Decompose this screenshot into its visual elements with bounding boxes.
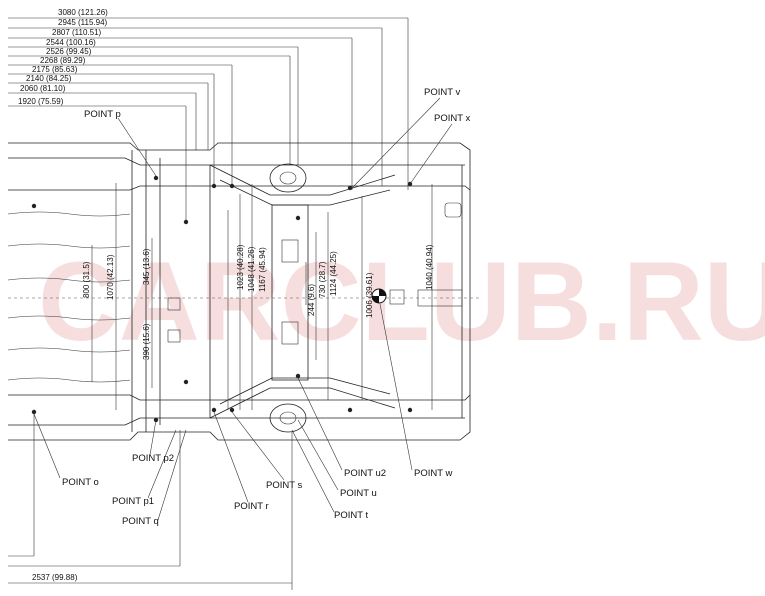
leader-lines: [33, 97, 453, 521]
point-v-label: POINT v: [424, 87, 460, 98]
center-reference-icon: [371, 288, 387, 304]
top-dimension-lines: [8, 17, 409, 222]
point-x-label: POINT x: [434, 113, 470, 124]
point-u-label: POINT u: [340, 488, 377, 499]
dim-2945: 2945 (115.94): [58, 18, 108, 27]
bottom-dimension: 2537 (99.88): [8, 414, 293, 590]
dim-1048: 1048 (41.26): [247, 246, 256, 292]
dim-3080: 3080 (121.26): [58, 8, 108, 17]
point-p-label: POINT p: [84, 109, 121, 120]
point-p1-label: POINT p1: [112, 496, 154, 507]
underbody-outline: [7, 142, 480, 441]
dim-390: 390 (15.6): [142, 323, 151, 360]
dim-730: 730 (28.7): [318, 261, 327, 298]
point-u2-label: POINT u2: [344, 468, 386, 479]
dim-1167: 1167 (45.94): [258, 247, 267, 292]
vertical-dimension-labels: 800 (31.5) 1070 (42.13) 345 (13.6) 390 (…: [82, 244, 434, 360]
dim-1023: 1023 (40.28): [236, 244, 245, 290]
point-t-label: POINT t: [334, 510, 368, 521]
point-s-label: POINT s: [266, 480, 302, 491]
point-q-label: POINT q: [122, 516, 159, 527]
vertical-dimension-lines: [91, 183, 433, 410]
top-dimension-labels: 3080 (121.26) 2945 (115.94) 2807 (110.51…: [18, 8, 108, 106]
measurement-dots: [31, 175, 413, 423]
dim-1070: 1070 (42.13): [106, 254, 115, 300]
dim-244: 244 (9.6): [307, 284, 316, 316]
point-p2-label: POINT p2: [132, 453, 174, 464]
dim-2526: 2526 (99.45): [46, 47, 92, 56]
dim-1920: 1920 (75.59): [18, 97, 64, 106]
dim-2060: 2060 (81.10): [20, 84, 66, 93]
point-r-label: POINT r: [234, 501, 269, 512]
dim-1124: 1124 (44.25): [329, 251, 338, 296]
dim-2807: 2807 (110.51): [52, 28, 102, 37]
dim-2175: 2175 (85.63): [32, 65, 78, 74]
dim-2140: 2140 (84.25): [26, 74, 72, 83]
dim-2544: 2544 (100.16): [46, 38, 96, 47]
dim-2537: 2537 (99.88): [32, 573, 78, 582]
dim-800: 800 (31.5): [82, 261, 91, 298]
dim-2268: 2268 (89.29): [40, 56, 86, 65]
dim-1040: 1040 (40.94): [425, 244, 434, 290]
point-w-label: POINT w: [414, 468, 452, 479]
dim-345: 345 (13.6): [142, 248, 151, 285]
dim-1006: 1006 (39.61): [365, 272, 374, 318]
watermark: CARCLUB.RU: [38, 239, 765, 364]
point-o-label: POINT o: [62, 477, 99, 488]
point-labels: POINT p POINT v POINT x POINT o POINT p2…: [62, 87, 470, 527]
